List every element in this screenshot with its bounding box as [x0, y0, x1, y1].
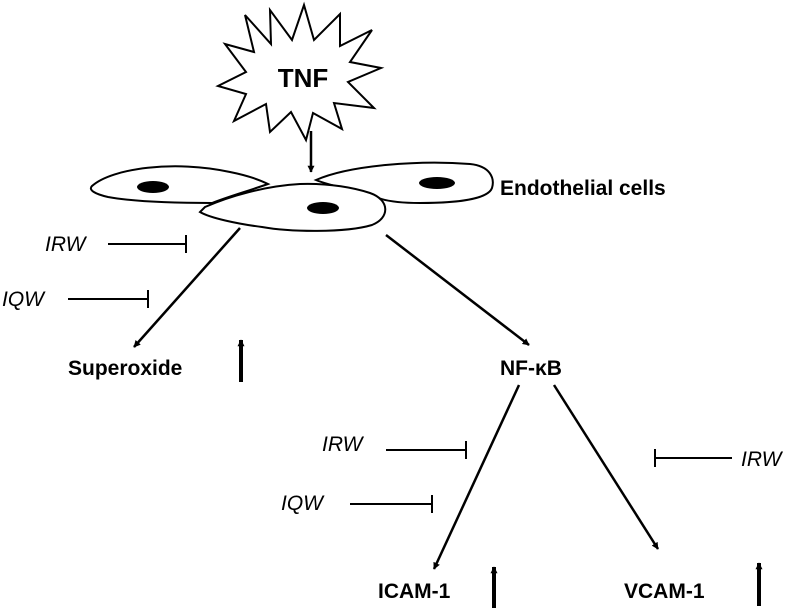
cell-left-nucleus — [137, 181, 169, 193]
starburst-shape — [215, 1, 385, 143]
vcam-label: VCAM-1 — [624, 580, 705, 603]
cell-center — [198, 182, 387, 232]
superoxide-outcome: Superoxide — [68, 339, 245, 382]
iqw-label-superoxide: IQW — [2, 288, 46, 311]
cell-left — [89, 165, 271, 205]
tnf-label: TNF — [278, 63, 329, 93]
nfkb-label: NF-κB — [500, 357, 562, 380]
irw-label-superoxide: IRW — [45, 233, 88, 256]
nfkb-to-vcam-arrow — [552, 384, 660, 550]
irw-label-vcam: IRW — [741, 448, 784, 471]
irw-inhibitor-vcam: IRW — [654, 448, 784, 471]
tnf-starburst: TNF — [215, 1, 385, 143]
nfkb-to-icam-arrow — [432, 384, 521, 570]
cells-to-superoxide-arrow — [133, 227, 241, 348]
endothelial-cells: Endothelial cells — [89, 161, 666, 232]
iqw-label-icam: IQW — [281, 492, 325, 515]
irw-label-icam: IRW — [322, 433, 365, 456]
cell-center-nucleus — [307, 202, 339, 214]
cells-to-nfkb-arrow — [385, 234, 530, 346]
endothelial-cells-label: Endothelial cells — [500, 177, 666, 200]
vcam-outcome: VCAM-1 — [624, 562, 763, 606]
icam-label: ICAM-1 — [378, 580, 451, 603]
iqw-inhibitor-superoxide: IQW — [2, 288, 149, 311]
cell-right-nucleus — [419, 177, 455, 189]
superoxide-label: Superoxide — [68, 357, 182, 380]
icam-outcome: ICAM-1 — [378, 566, 498, 608]
iqw-inhibitor-icam: IQW — [281, 492, 433, 515]
irw-inhibitor-icam: IRW — [322, 433, 467, 459]
irw-inhibitor-superoxide: IRW — [45, 233, 187, 256]
